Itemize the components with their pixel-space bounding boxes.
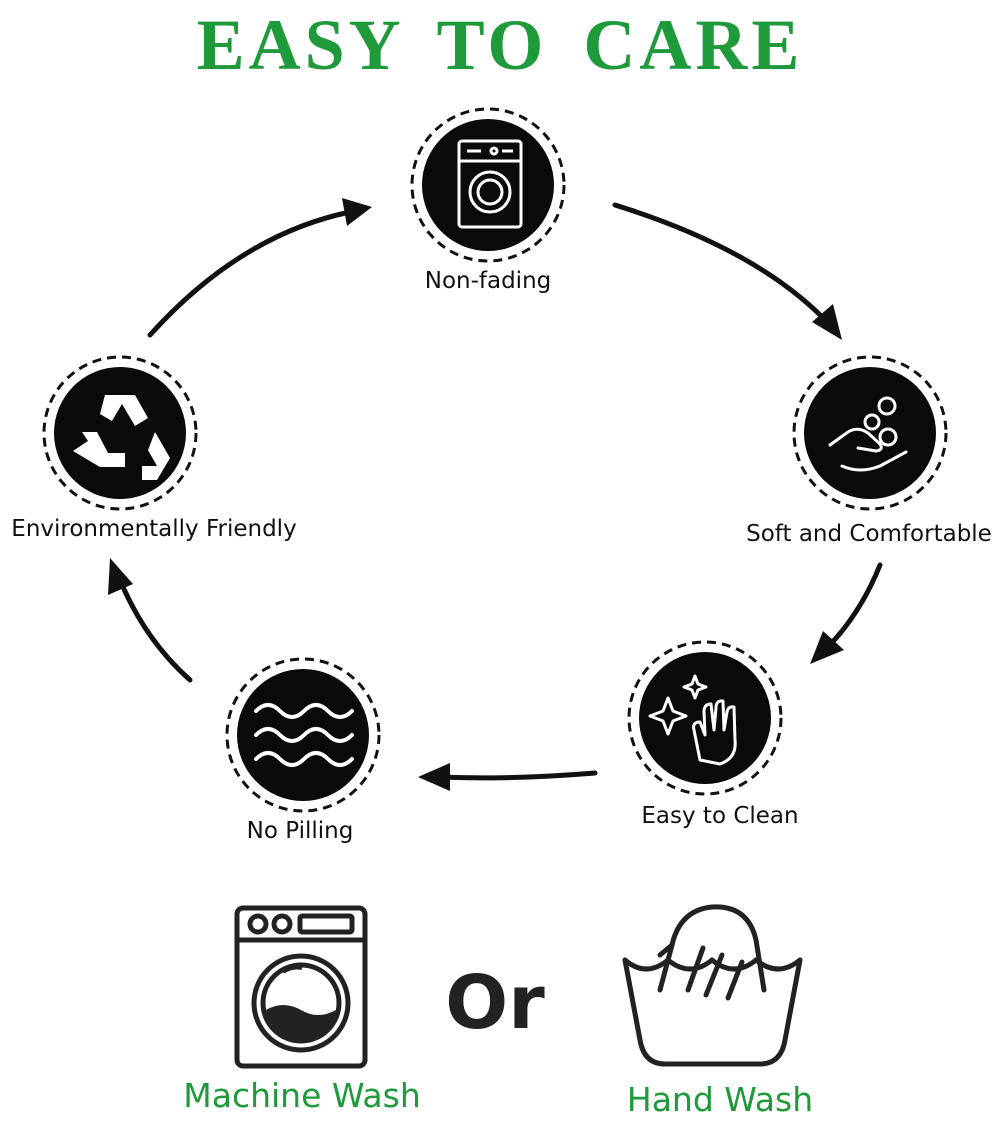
page-title: EASY TO CARE xyxy=(196,5,804,85)
machine-wash-label: Machine Wash xyxy=(183,1076,421,1115)
hand-wash-label: Hand Wash xyxy=(626,1080,814,1119)
arrow-soft-to-clean xyxy=(810,562,883,664)
feature-label-no-pilling: No Pilling xyxy=(246,818,354,844)
hand-bubbles-icon xyxy=(828,396,908,472)
feature-soft-comfortable xyxy=(792,355,948,511)
feature-label-easy-to-clean: Easy to Clean xyxy=(641,803,799,829)
recycle-icon xyxy=(73,395,170,480)
or-text: Or xyxy=(445,960,545,1046)
arrow-clean-to-pilling xyxy=(418,763,598,791)
feature-label-non-fading: Non-fading xyxy=(424,268,552,294)
waves-icon xyxy=(254,703,354,767)
feature-label-soft-comfortable: Soft and Comfortable xyxy=(746,521,992,547)
feature-label-environmentally-friendly: Environmentally Friendly xyxy=(11,516,297,542)
cycle-arrows xyxy=(108,198,883,791)
feature-easy-to-clean xyxy=(627,640,783,796)
arrow-pilling-to-eco xyxy=(108,558,193,683)
washing-machine-icon xyxy=(457,139,523,229)
arrow-eco-to-nonfading xyxy=(147,198,372,338)
arrow-nonfading-to-soft xyxy=(612,202,842,340)
machine-wash-icon xyxy=(234,905,368,1069)
hand-wash-icon xyxy=(622,904,803,1067)
feature-non-fading xyxy=(410,107,566,263)
feature-environmentally-friendly xyxy=(42,355,198,511)
feature-no-pilling xyxy=(225,657,381,813)
sparkle-hand-icon xyxy=(648,674,737,766)
